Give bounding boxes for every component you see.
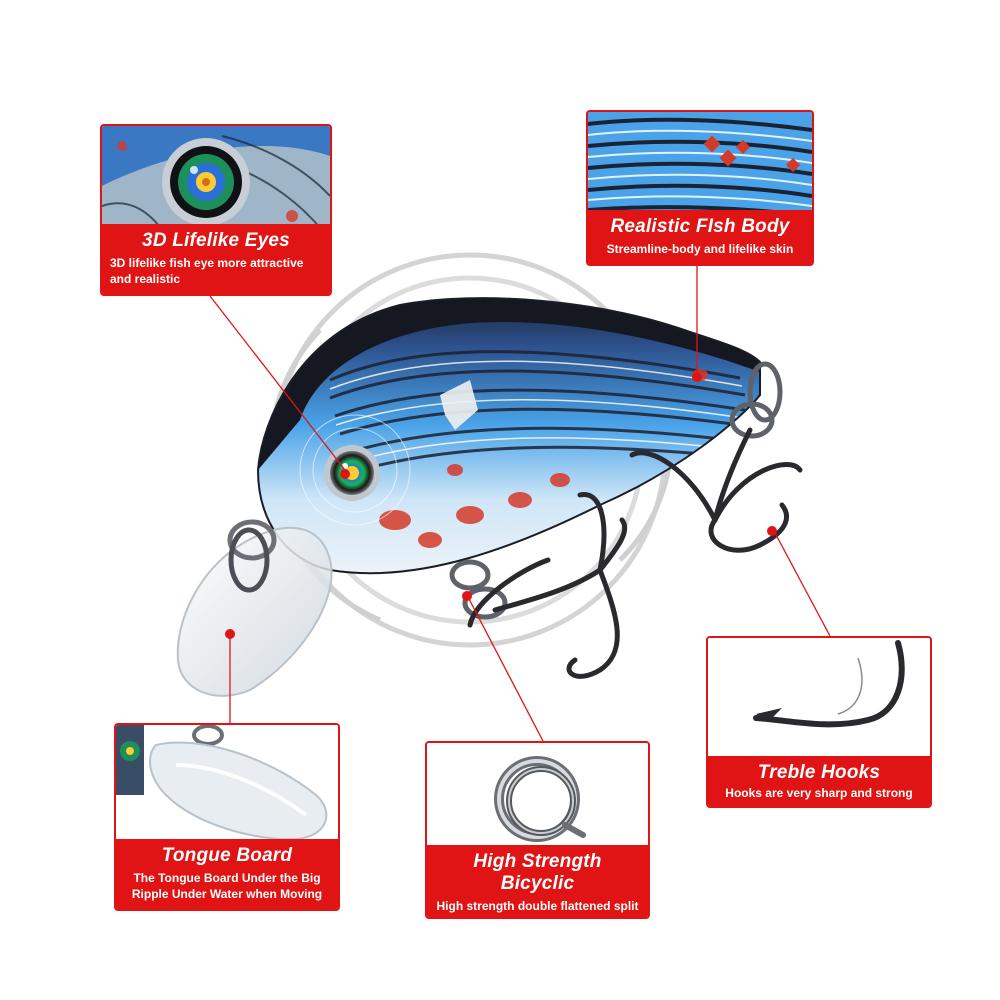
belly-treble-hook — [467, 492, 628, 679]
ring-desc: High strength double flattened split rin… — [436, 899, 639, 917]
callout-split-ring: High Strength Bicyclic High strength dou… — [425, 741, 650, 919]
lure-body — [258, 298, 760, 574]
leader-dots — [225, 372, 777, 639]
hooks-desc: Hooks are very sharp and strong — [725, 786, 913, 800]
leader-eyes — [209, 295, 346, 471]
eyes-title: 3D Lifelike Eyes — [142, 230, 290, 251]
split-ring-image — [427, 743, 648, 851]
tongue-banner: Tongue Board The Tongue Board Under the … — [116, 839, 338, 909]
eyes-desc: 3D lifelike fish eye more attractive and… — [110, 256, 304, 286]
leader-hooks — [773, 530, 831, 637]
tail-split-ring — [729, 361, 783, 439]
ring-banner: High Strength Bicyclic High strength dou… — [427, 845, 648, 917]
dot-ring — [462, 591, 472, 601]
leader-lines — [209, 266, 831, 742]
leader-ring — [467, 596, 544, 742]
body-banner: Realistic FIsh Body Streamline-body and … — [588, 210, 812, 264]
body-title: Realistic FIsh Body — [610, 216, 790, 237]
eyes-banner: 3D Lifelike Eyes 3D lifelike fish eye mo… — [102, 224, 330, 294]
eyes-closeup-image — [102, 126, 330, 230]
belly-split-ring — [449, 559, 508, 620]
callout-tongue-board: Tongue Board The Tongue Board Under the … — [114, 723, 340, 911]
hooks-title: Treble Hooks — [757, 762, 881, 783]
hook-closeup-image — [708, 638, 930, 760]
tongue-board-lip — [176, 526, 333, 697]
dot-body — [692, 372, 702, 382]
tongue-closeup-image — [116, 725, 338, 845]
nose-split-ring — [227, 519, 277, 593]
ring-title: High Strength Bicyclic — [473, 851, 602, 894]
callout-realistic-body: Realistic FIsh Body Streamline-body and … — [586, 110, 814, 266]
body-desc: Streamline-body and lifelike skin — [606, 242, 794, 256]
tongue-title: Tongue Board — [161, 845, 293, 866]
dot-hooks — [767, 526, 777, 536]
dot-eyes — [340, 469, 350, 479]
tail-treble-hook — [629, 427, 803, 553]
callout-lifelike-eyes: 3D Lifelike Eyes 3D lifelike fish eye mo… — [100, 124, 332, 296]
hooks-banner: Treble Hooks Hooks are very sharp and st… — [708, 756, 930, 806]
lure-outline — [256, 297, 761, 575]
lure-eye — [324, 445, 380, 501]
body-closeup-image — [588, 112, 812, 216]
callout-treble-hooks: Treble Hooks Hooks are very sharp and st… — [706, 636, 932, 808]
tongue-desc: The Tongue Board Under the Big Ripple Un… — [131, 871, 323, 901]
dot-tongue — [225, 629, 235, 639]
